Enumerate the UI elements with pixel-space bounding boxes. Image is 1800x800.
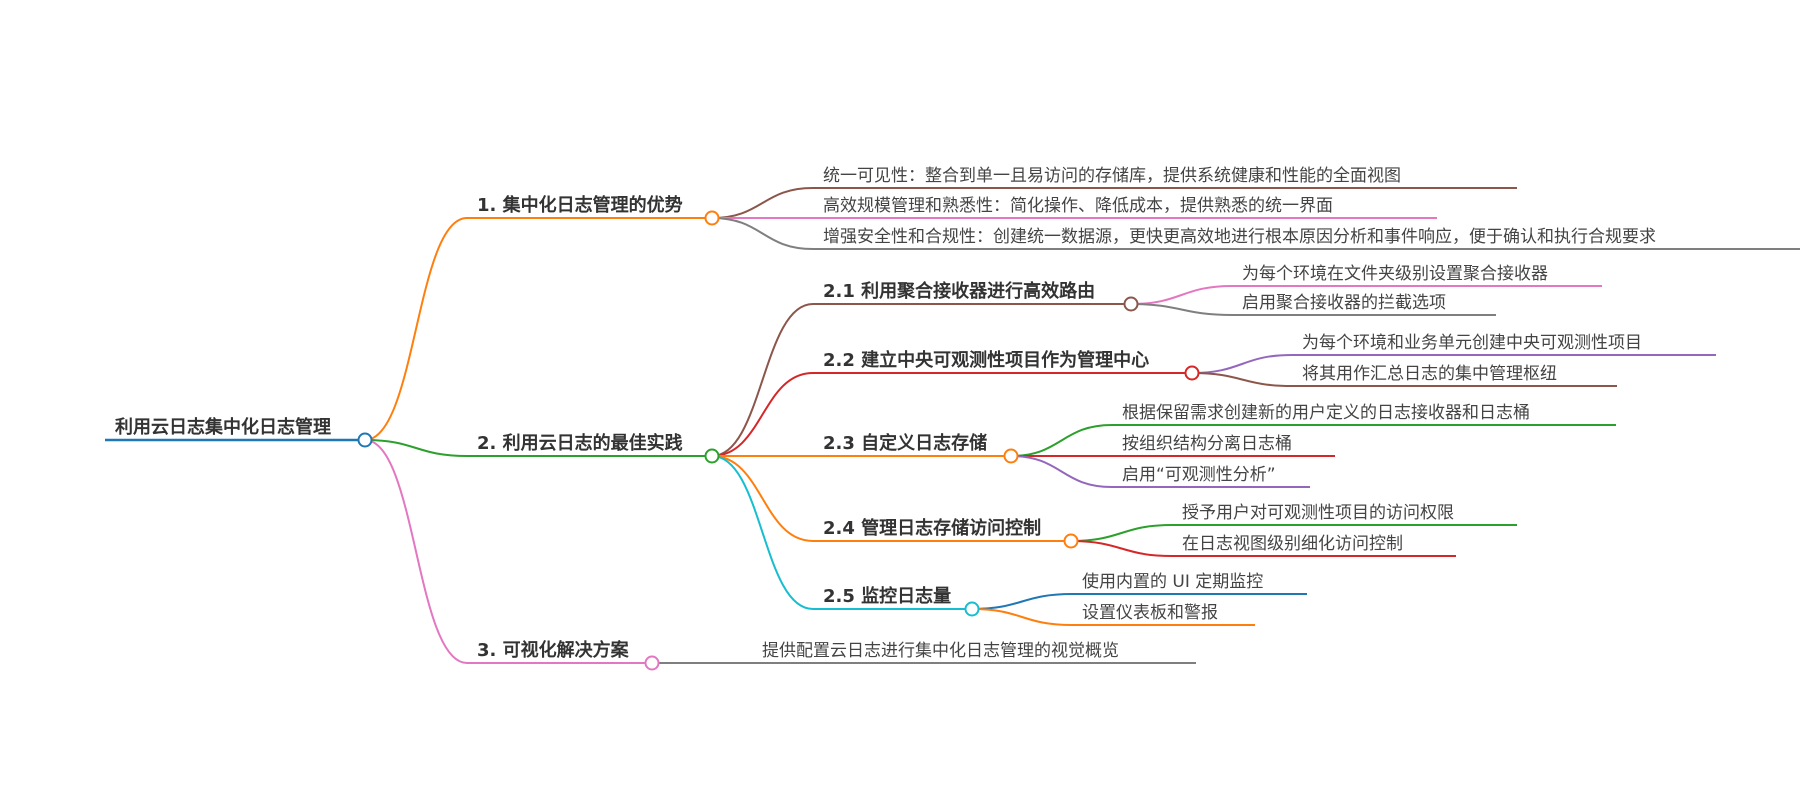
branch-2-child-4-label[interactable]: 2.4 管理日志存储访问控制	[823, 517, 1041, 539]
branch-2-circle[interactable]	[704, 448, 720, 464]
b2-c4-leaf-1-label[interactable]: 授予用户对可观测性项目的访问权限	[1182, 503, 1454, 523]
edge-branch-2-child-4	[711, 455, 814, 542]
edge-branch-2-child-1	[711, 303, 814, 457]
edge-b2-c5-leaf-2	[971, 608, 1073, 626]
branch-3-label[interactable]: 3. 可视化解决方案	[477, 639, 630, 661]
edge-b2-c3-leaf-3	[1010, 455, 1113, 488]
branch-2-child-1-circle[interactable]	[1123, 296, 1139, 312]
branch-2-child-3-circle[interactable]	[1003, 448, 1019, 464]
branch-1-circle[interactable]	[704, 210, 720, 226]
edge-b2-c1-leaf-2	[1130, 303, 1233, 316]
b2-c5-leaf-2-label[interactable]: 设置仪表板和警报	[1082, 603, 1218, 623]
edge-b2-c2-leaf-1	[1191, 354, 1293, 374]
mindmap-labels: 利用云日志集中化日志管理 1. 集中化日志管理的优势 统一可见性：整合到单一且易访问…	[115, 166, 1656, 661]
edge-root-branch-3	[364, 439, 468, 664]
branch-2-child-1-label[interactable]: 2.1 利用聚合接收器进行高效路由	[823, 280, 1095, 302]
edge-branch-1-child-3	[711, 217, 814, 250]
b2-c4-leaf-2-label[interactable]: 在日志视图级别细化访问控制	[1182, 534, 1403, 554]
b2-c3-leaf-3-label[interactable]: 启用“可观测性分析”	[1122, 465, 1276, 485]
b2-c3-leaf-2-label[interactable]: 按组织结构分离日志桶	[1122, 434, 1292, 454]
branch-3-circle[interactable]	[644, 655, 660, 671]
b2-c5-leaf-1-label[interactable]: 使用内置的 UI 定期监控	[1082, 571, 1263, 592]
edge-root-branch-2	[364, 439, 468, 457]
root-node-circle[interactable]	[357, 432, 373, 448]
edge-root-branch-1	[364, 217, 468, 441]
branch-2-child-3-label[interactable]: 2.3 自定义日志存储	[823, 432, 987, 454]
b2-c1-leaf-1-label[interactable]: 为每个环境在文件夹级别设置聚合接收器	[1242, 264, 1548, 284]
branch-2-child-2-circle[interactable]	[1184, 365, 1200, 381]
b2-c2-leaf-2-label[interactable]: 将其用作汇总日志的集中管理枢纽	[1302, 364, 1557, 384]
edge-b2-c2-leaf-2	[1191, 372, 1293, 387]
branch-1-child-1-label[interactable]: 统一可见性：整合到单一且易访问的存储库，提供系统健康和性能的全面视图	[823, 166, 1401, 186]
edge-b2-c1-leaf-1	[1130, 285, 1233, 305]
branch-3-child-1-label[interactable]: 提供配置云日志进行集中化日志管理的视觉概览	[762, 641, 1119, 661]
mindmap-circles	[357, 210, 1200, 671]
b2-c1-leaf-2-label[interactable]: 启用聚合接收器的拦截选项	[1242, 293, 1446, 313]
branch-2-child-2-label[interactable]: 2.2 建立中央可观测性项目作为管理中心	[823, 349, 1149, 371]
edge-branch-1-child-1	[711, 187, 814, 219]
mindmap-underlines	[105, 187, 1800, 664]
mindmap-edges	[364, 187, 1293, 665]
edge-branch-2-child-5	[711, 455, 814, 610]
edge-b2-c4-leaf-1	[1070, 524, 1173, 542]
edge-b2-c5-leaf-1	[971, 593, 1073, 610]
branch-1-child-2-label[interactable]: 高效规模管理和熟悉性：简化操作、降低成本，提供熟悉的统一界面	[823, 195, 1333, 216]
branch-2-child-5-label[interactable]: 2.5 监控日志量	[823, 585, 951, 607]
branch-2-child-5-circle[interactable]	[964, 601, 980, 617]
branch-1-label[interactable]: 1. 集中化日志管理的优势	[477, 194, 683, 216]
root-node-label[interactable]: 利用云日志集中化日志管理	[115, 416, 331, 438]
b2-c3-leaf-1-label[interactable]: 根据保留需求创建新的用户定义的日志接收器和日志桶	[1122, 403, 1530, 423]
edge-branch-2-child-2	[711, 372, 814, 457]
b2-c2-leaf-1-label[interactable]: 为每个环境和业务单元创建中央可观测性项目	[1302, 333, 1642, 353]
edge-b2-c4-leaf-2	[1070, 540, 1173, 557]
branch-2-label[interactable]: 2. 利用云日志的最佳实践	[477, 432, 683, 454]
branch-2-child-4-circle[interactable]	[1063, 533, 1079, 549]
edge-b2-c3-leaf-1	[1010, 424, 1113, 457]
branch-1-child-3-label[interactable]: 增强安全性和合规性：创建统一数据源，更快更高效地进行根本原因分析和事件响应，便于…	[823, 227, 1656, 247]
